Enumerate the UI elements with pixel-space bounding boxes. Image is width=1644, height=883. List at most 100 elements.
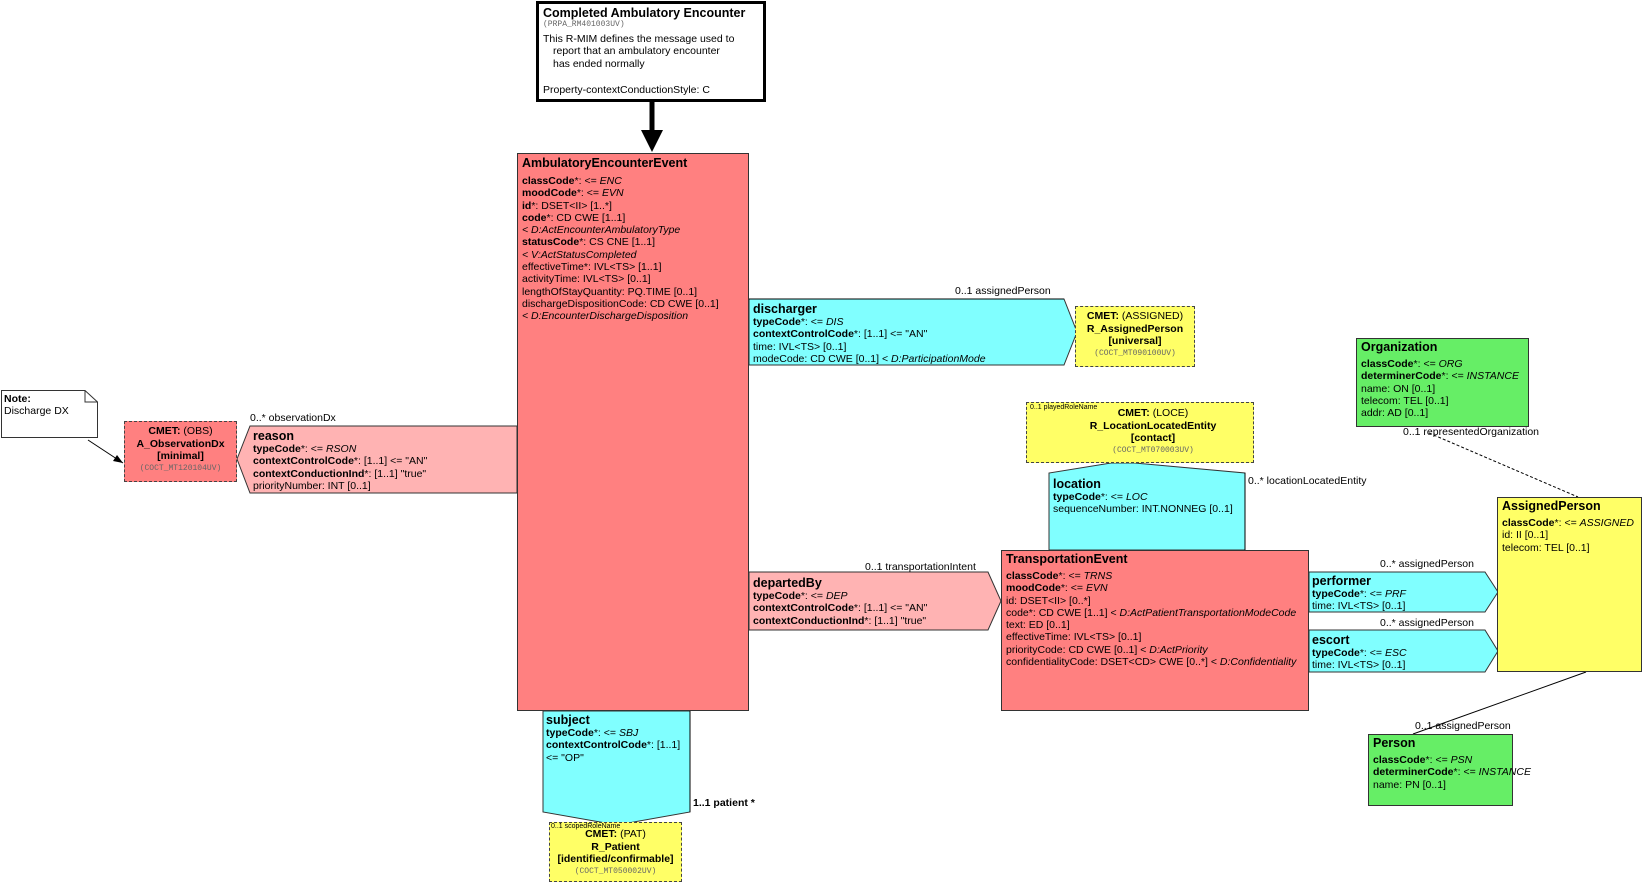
- subject-link-label: 1..1 patient *: [693, 797, 755, 809]
- encounter-attr-domain: < D:ActEncounterAmbulatoryType: [522, 224, 681, 237]
- location-title: location: [1053, 477, 1101, 491]
- person-attr-rest: *: <=: [1425, 754, 1451, 766]
- cmet-location-box: 0..1 playedRoleName CMET: (LOCE) R_Locat…: [1026, 402, 1254, 463]
- escort-link-label: 0..* assignedPerson: [1380, 617, 1474, 629]
- cmet-assigned-id: (COCT_MT090100UV): [1094, 348, 1176, 358]
- performer-attr-rest: *: <=: [1359, 588, 1385, 600]
- escort-attr: time: IVL<TS> [0..1]: [1312, 659, 1406, 672]
- person-attr: name: PN [0..1]: [1373, 778, 1446, 791]
- assigned-person-box: AssignedPerson classCode*: <= ASSIGNED i…: [1497, 497, 1642, 672]
- subject-attr-val: SBJ: [618, 727, 639, 739]
- organization-attr: telecom: TEL [0..1]: [1361, 394, 1449, 407]
- reason-attr-rest: *: [1..1] <= "AN": [353, 455, 428, 468]
- transport-attr-name: moodCode: [1006, 582, 1061, 595]
- encounter-attr: activityTime: IVL<TS> [0..1]: [522, 273, 651, 286]
- encounter-attr-rest: *: <=: [574, 175, 600, 187]
- organization-link-line: [1428, 432, 1579, 498]
- organization-attr-name: determinerCode: [1361, 370, 1442, 383]
- assigned-person-attr: telecom: TEL [0..1]: [1502, 541, 1590, 554]
- performer-shape: [1308, 571, 1499, 613]
- cmet-obs-code: (OBS): [180, 425, 213, 437]
- assigned-person-attr-name: classCode: [1502, 517, 1555, 529]
- transport-attr-domain: D:ActPatientTransportationModeCode: [1119, 606, 1297, 619]
- transport-attr-rest: *: <=: [1060, 582, 1086, 595]
- transport-attr-domain: D:Confidentiality: [1219, 656, 1297, 669]
- departed-shape: [748, 571, 1002, 631]
- discharger-attr-domain: D:ParticipationMode: [891, 352, 986, 365]
- encounter-attr: dischargeDispositionCode: CD CWE [0..1]: [522, 297, 719, 310]
- discharger-link-label: 0..1 assignedPerson: [955, 285, 1051, 297]
- cmet-obs-id: (COCT_MT120104UV): [139, 463, 222, 473]
- organization-attr-rest: *: <=: [1441, 370, 1467, 383]
- discharger-attr-name: contextControlCode: [753, 328, 854, 341]
- header-title: Completed Ambulatory Encounter: [543, 6, 746, 20]
- departed-attr-rest: *: <=: [800, 590, 826, 602]
- assigned-person-attr: id: II [0..1]: [1502, 529, 1549, 542]
- transport-attr-rest: *: <=: [1058, 570, 1084, 582]
- cmet-assigned-level: [universal]: [1108, 335, 1162, 347]
- discharger-attr: time: IVL<TS> [0..1]: [753, 340, 847, 353]
- cmet-location-prefix: CMET:: [1117, 407, 1150, 419]
- encounter-attr-name: classCode: [522, 175, 575, 187]
- organization-attr: addr: AD [0..1]: [1361, 407, 1429, 420]
- performer-title: performer: [1312, 574, 1372, 588]
- departed-text: departedBy typeCode*: <= DEP contextCont…: [753, 576, 927, 627]
- transport-attr-val: TRNS: [1083, 570, 1113, 582]
- organization-attr-name: classCode: [1361, 358, 1414, 370]
- location-attr-val: LOC: [1125, 491, 1148, 503]
- cmet-patient-name: R_Patient: [591, 840, 640, 853]
- cmet-assigned-name: R_AssignedPerson: [1086, 322, 1184, 335]
- cmet-obs-prefix: CMET:: [148, 425, 181, 437]
- cmet-location-level: [contact]: [1130, 432, 1176, 444]
- header-desc-1: This R-MIM defines the message used to: [543, 33, 735, 45]
- departed-link-label: 0..1 transportationIntent: [865, 561, 976, 573]
- note-pointer-head: [113, 455, 123, 463]
- cmet-obs-name: A_ObservationDx: [136, 437, 225, 450]
- assigned-person-attr-val: ASSIGNED: [1579, 517, 1634, 529]
- discharger-attr-rest: *: <=: [800, 316, 826, 328]
- reason-attr-val: RSON: [325, 443, 357, 455]
- cmet-location-code: (LOCE): [1149, 407, 1189, 419]
- organization-box: Organization classCode*: <= ORG determin…: [1356, 338, 1529, 427]
- note-box: Note: Discharge DX: [1, 390, 98, 438]
- discharger-attr-name: typeCode: [753, 316, 801, 328]
- encounter-attr-rest: *: CD CWE [1..1]: [546, 211, 626, 224]
- organization-link-label: 0..1 representedOrganization: [1403, 426, 1540, 438]
- transport-attr: effectiveTime: IVL<TS> [0..1]: [1006, 631, 1142, 644]
- departed-attr-name: contextControlCode: [753, 602, 854, 615]
- organization-attr-rest: *: <=: [1413, 358, 1439, 370]
- cmet-patient-id: (COCT_MT050002UV): [574, 866, 657, 876]
- cmet-assigned-code: (ASSIGNED): [1118, 310, 1184, 322]
- organization-title: Organization: [1361, 340, 1438, 354]
- ambulatory-encounter-event-box: AmbulatoryEncounterEvent classCode*: <= …: [517, 153, 749, 711]
- cmet-patient-role-label: 0..1 scopedRoleName: [551, 823, 621, 830]
- discharger-title: discharger: [753, 302, 817, 316]
- transport-attr: text: ED [0..1]: [1006, 619, 1070, 632]
- discharger-attr-val: DIS: [825, 316, 844, 328]
- transport-title: TransportationEvent: [1006, 552, 1128, 566]
- reason-attr-name: contextConductionInd: [253, 467, 365, 480]
- header-desc-3: has ended normally: [553, 57, 645, 70]
- escort-text: escort typeCode*: <= ESC time: IVL<TS> […: [1312, 633, 1407, 672]
- encounter-attr-rest: *: <=: [576, 187, 602, 200]
- person-link-line: [1412, 671, 1587, 735]
- cmet-location-role-label: 0..1 playedRoleName: [1030, 404, 1098, 411]
- cmet-patient-prefix: CMET:: [585, 828, 618, 840]
- organization-attr-val: ORG: [1438, 358, 1463, 370]
- departed-attr-name: typeCode: [753, 590, 801, 602]
- note-text: Discharge DX: [4, 405, 69, 418]
- cmet-patient-code: (PAT): [617, 828, 646, 840]
- reason-attr-name: typeCode: [253, 443, 301, 455]
- discharger-text: discharger typeCode*: <= DIS contextCont…: [753, 302, 986, 365]
- performer-attr: time: IVL<TS> [0..1]: [1312, 600, 1406, 613]
- note-shape: [1, 390, 98, 438]
- header-box: Completed Ambulatory Encounter (PRPA_RM4…: [536, 1, 766, 102]
- reason-attr: priorityNumber: INT [0..1]: [253, 479, 371, 492]
- encounter-attr-name: statusCode: [522, 236, 580, 249]
- subject-attr-rest: *: [1..1]: [646, 739, 681, 752]
- escort-attr-val: ESC: [1384, 647, 1407, 659]
- person-attr-rest: *: <=: [1453, 766, 1479, 779]
- transport-attr-name: classCode: [1006, 570, 1059, 582]
- location-text: location typeCode*: <= LOC sequenceNumbe…: [1053, 477, 1233, 516]
